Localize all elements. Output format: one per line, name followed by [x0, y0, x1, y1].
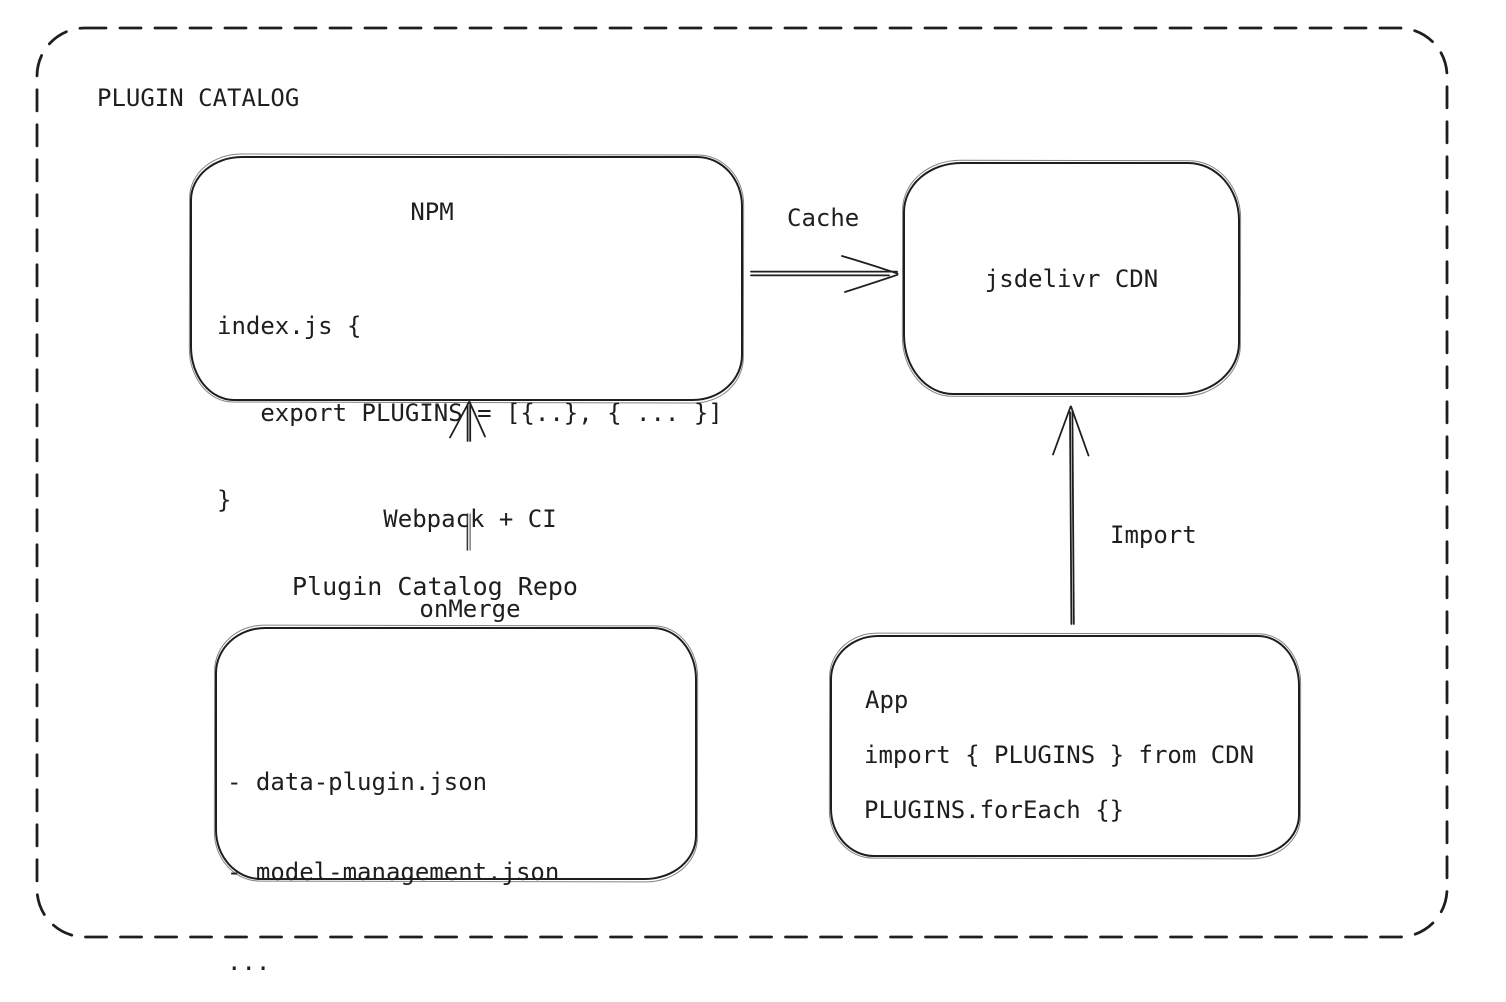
repo-file-item: ...: [227, 948, 271, 976]
cache-arrow: [750, 255, 899, 293]
npm-code-line: }: [217, 486, 232, 514]
diagram-title: PLUGIN CATALOG: [97, 84, 300, 112]
import-arrow: [1052, 405, 1090, 625]
npm-title: NPM: [410, 198, 454, 226]
repo-node: - data-plugin.json - model-management.js…: [215, 627, 697, 976]
repo-file-item: - data-plugin.json: [227, 768, 488, 796]
cache-arrow-label: Cache: [787, 204, 860, 232]
npm-node: NPM index.js { export PLUGINS = [{..}, {…: [190, 156, 743, 514]
build-label-line1: Webpack + CI: [383, 505, 557, 533]
repo-node-label: Plugin Catalog Repo: [292, 572, 578, 601]
app-title: App: [865, 686, 909, 714]
npm-code-line: export PLUGINS = [{..}, { ... }]: [217, 399, 723, 427]
repo-file-list: - data-plugin.json - model-management.js…: [227, 707, 559, 1002]
build-label-line2: onMerge: [419, 595, 521, 623]
app-code-line: PLUGINS.forEach {}: [864, 796, 1125, 824]
build-arrow-label: Webpack + CI onMerge: [330, 444, 610, 684]
import-arrow-label: Import: [1110, 521, 1197, 549]
npm-code-line: index.js {: [217, 312, 362, 340]
cdn-label: jsdelivr CDN: [984, 264, 1159, 293]
app-node: App import { PLUGINS } from CDN PLUGINS.…: [830, 635, 1300, 857]
cdn-node: jsdelivr CDN: [903, 162, 1240, 395]
app-code-line: import { PLUGINS } from CDN: [864, 741, 1255, 769]
npm-code: index.js { export PLUGINS = [{..}, { ...…: [217, 254, 723, 573]
repo-file-item: - model-management.json: [227, 858, 560, 886]
